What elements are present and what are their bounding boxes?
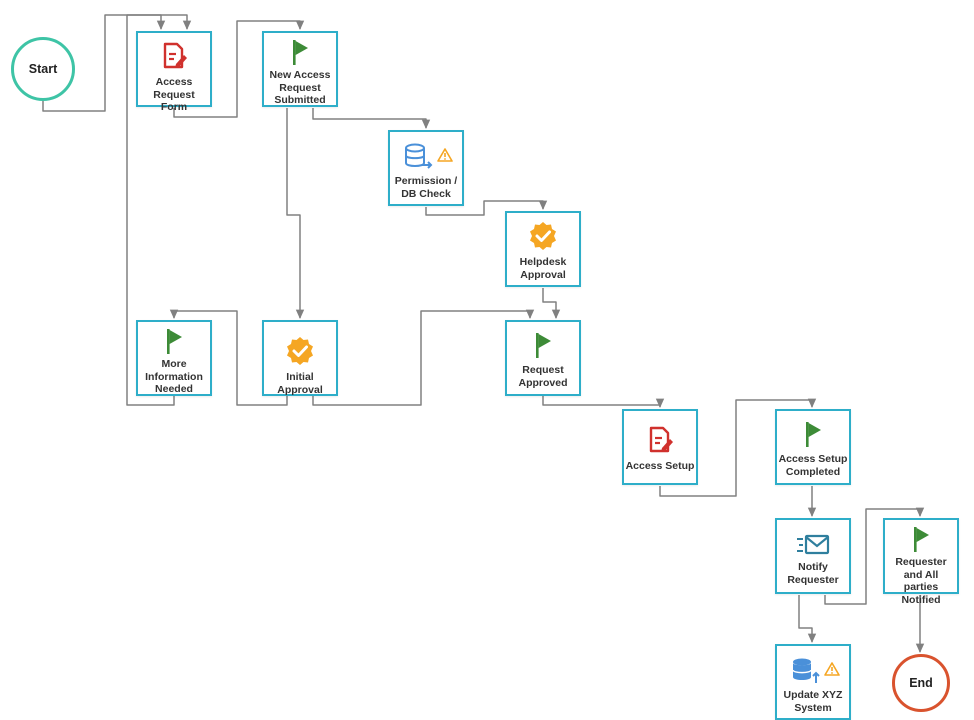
start-label: Start [28,62,58,76]
node-notify-requester[interactable]: Notify Requester [775,518,851,594]
connector-request-approved-to-access-setup[interactable] [542,396,665,409]
warning-icon [437,148,453,167]
node-label: Permission / DB Check [394,175,458,200]
end-event[interactable]: End [892,654,950,712]
connector-initial-approval-to-request-approved[interactable] [312,309,535,406]
connector-notify-to-parties-notified[interactable] [824,507,925,605]
approval-badge-icon [264,336,336,366]
node-label: Access Setup [625,460,695,472]
node-update-xyz-system[interactable]: Update XYZ System [775,644,851,720]
email-icon [777,530,849,560]
form-edit-icon [624,425,696,455]
node-access-setup[interactable]: Access Setup [622,409,698,485]
connector-helpdesk-to-request-approved[interactable] [542,288,561,320]
node-label: Access Request Form [153,76,195,113]
node-initial-approval[interactable]: Initial Approval [262,320,338,396]
flag-icon [264,37,336,67]
flag-icon [507,330,579,360]
node-helpdesk-approval[interactable]: Helpdesk Approval [505,211,581,287]
node-label: Initial Approval [277,371,323,396]
node-access-setup-completed[interactable]: Access Setup Completed [775,409,851,485]
flag-icon [885,524,957,554]
approval-badge-icon [507,221,579,251]
connector-new-request-to-permission-check[interactable] [312,108,431,130]
node-more-information-needed[interactable]: More Information Needed [136,320,212,396]
node-label: Notify Requester [787,561,839,586]
node-label: Update XYZ System [783,689,843,714]
connector-more-information-to-access-request-form[interactable] [126,14,192,406]
connector-initial-approval-to-more-information[interactable] [169,309,288,406]
connector-access-setup-to-setup-completed[interactable] [659,398,817,497]
connector-start-to-access-request-form[interactable] [42,14,166,112]
node-label: Request Approved [518,364,568,389]
database-upload-icon [777,656,849,686]
node-label: New Access Request Submitted [269,69,331,106]
connector-new-request-to-initial-approval[interactable] [286,108,305,320]
database-icon [390,142,462,172]
connector-form-to-new-request[interactable] [173,20,305,118]
connector-permission-check-to-helpdesk[interactable] [425,200,548,216]
node-new-access-request-submitted[interactable]: New Access Request Submitted [262,31,338,107]
flag-icon [777,419,849,449]
connector-notify-to-update-xyz[interactable] [798,595,817,644]
node-label: Helpdesk Approval [519,256,567,281]
node-permission-db-check[interactable]: Permission / DB Check [388,130,464,206]
warning-icon [824,662,840,681]
node-access-request-form[interactable]: Access Request Form [136,31,212,113]
node-requester-all-parties-notified[interactable]: Requester and All parties Notified [883,518,959,606]
flag-icon [138,326,210,356]
node-request-approved[interactable]: Request Approved [505,320,581,396]
node-label: Access Setup Completed [778,453,848,478]
node-label: Requester and All parties Notified [895,556,947,606]
start-event[interactable]: Start [11,37,75,101]
end-label: End [909,676,933,690]
form-edit-icon [138,41,210,71]
node-label: More Information Needed [145,358,203,395]
